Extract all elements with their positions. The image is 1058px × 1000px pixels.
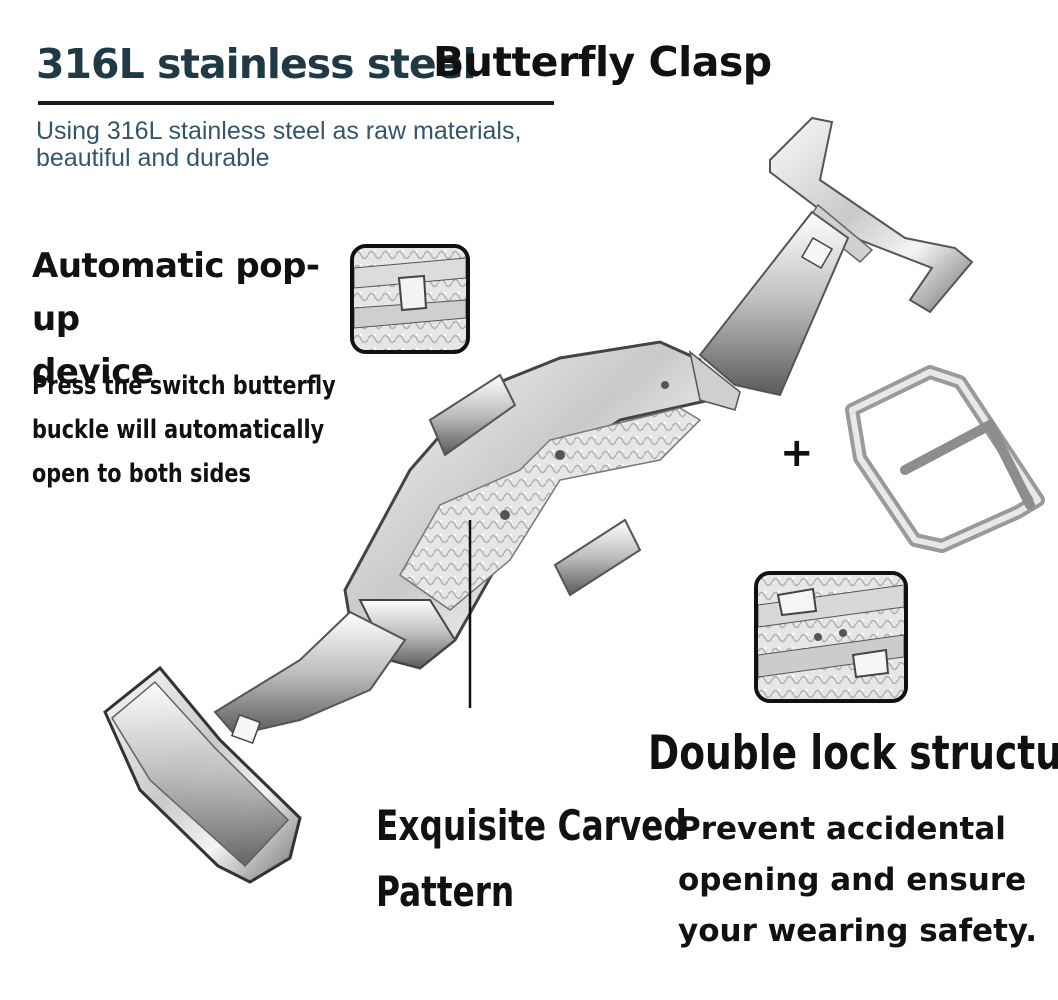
double-lock-line-3: your wearing safety. [678,913,1038,949]
double-lock-description: Prevent accidental opening and ensure yo… [678,804,1038,957]
title-underline [38,101,554,105]
popup-description-line-3: open to both sides [32,459,251,489]
carved-pattern-line-2: Pattern [376,867,515,916]
popup-description: Press the switch butterfly buckle will a… [32,364,336,496]
pin-buckle [845,365,1045,553]
popup-heading-line-1: Automatic pop-up [32,246,320,339]
popup-description-line-2: buckle will automatically [32,415,325,445]
lower-strap-arm [213,610,407,745]
carved-pattern-line-1: Exquisite Carved [376,801,687,850]
plus-sign: + [780,430,814,476]
popup-heading-line-2: device [32,352,154,392]
subtitle: Using 316L stainless steel as raw materi… [36,118,596,172]
lower-clasp-end [103,665,302,884]
title-butterfly-clasp: Butterfly Clasp [433,38,772,86]
carved-pattern-label: Exquisite Carved Pattern [376,793,687,925]
double-lock-detail-image [758,575,904,699]
double-lock-heading: Double lock structure [648,726,1058,781]
double-lock-detail-thumbnail [754,571,908,703]
popup-detail-image [354,248,466,350]
subtitle-line-1: Using 316L stainless steel as raw materi… [36,117,522,145]
popup-description-line-1: Press the switch butterfly [32,371,336,401]
upper-strap-arm [698,210,850,397]
double-lock-line-2: opening and ensure [678,862,1027,898]
subtitle-line-2: beautiful and durable [36,144,270,172]
double-lock-line-1: Prevent accidental [678,811,1006,847]
title-stainless-steel: 316L stainless steel [36,40,477,88]
popup-detail-thumbnail [350,244,470,354]
popup-heading: Automatic pop-up device [32,240,352,399]
butterfly-body [343,340,741,670]
